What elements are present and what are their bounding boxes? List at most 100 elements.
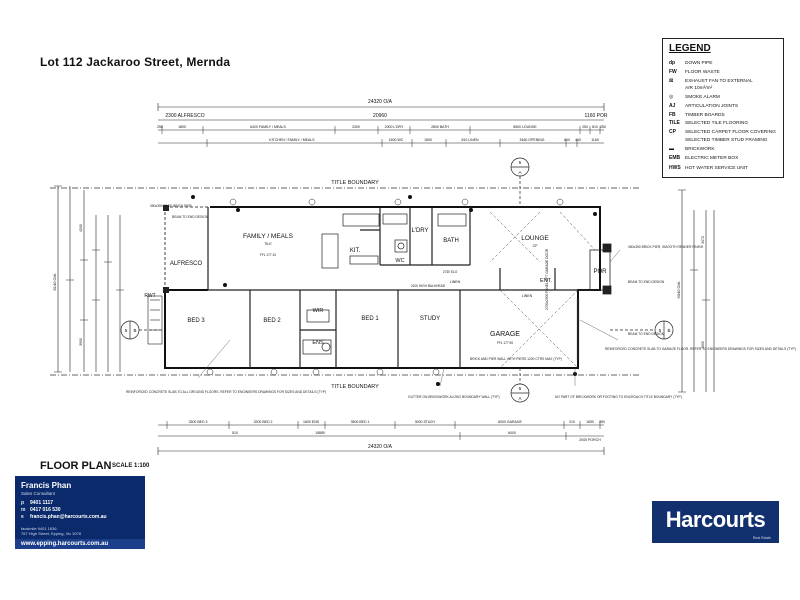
svg-text:250: 250	[582, 125, 588, 129]
floor-plan-heading: FLOOR PLAN	[40, 460, 112, 472]
legend-title: LEGEND	[669, 43, 711, 54]
svg-text:3900: 3900	[79, 338, 83, 346]
svg-text:BEAM TO END DESIGN: BEAM TO END DESIGN	[172, 215, 209, 219]
legend-row: SELECTED TIMBER STUD FRAMING	[685, 138, 768, 143]
svg-text:3460 OPENING: 3460 OPENING	[520, 138, 545, 142]
room-wc: WC	[395, 258, 404, 264]
brand-name: Harcourts	[665, 507, 766, 532]
room-family-meals: FAMILY / MEALS	[243, 233, 294, 240]
brand-sub: Real Estate	[752, 536, 771, 540]
room-alfresco: ALFRESCO	[170, 261, 203, 267]
rainwater-tank-label: RWT	[144, 293, 155, 299]
agent-address: 767 High Street, Epping, Vic 3076	[21, 531, 82, 536]
svg-text:9040 O/A: 9040 O/A	[676, 281, 681, 298]
overall-dim-top: 24320 O/A	[368, 99, 393, 105]
room-ensuite: ENS	[312, 340, 324, 346]
svg-text:KITCHEN / FAMILY / MEALS: KITCHEN / FAMILY / MEALS	[269, 138, 315, 142]
legend-row: ⊠EXHAUST FAN TO EXTERNAL	[669, 78, 753, 84]
svg-text:510: 510	[232, 431, 238, 435]
svg-text:FFL 177.10: FFL 177.10	[260, 253, 276, 257]
svg-text:CP: CP	[533, 244, 539, 248]
svg-text:1160 POR: 1160 POR	[585, 113, 608, 119]
svg-text:2300 ALFRESCO: 2300 ALFRESCO	[165, 113, 204, 119]
svg-text:250: 250	[157, 125, 163, 129]
room-wir: WIR	[313, 308, 324, 314]
section-marker-bottom: 5	[519, 386, 522, 391]
svg-text:LINEN: LINEN	[450, 280, 461, 284]
room-kitchen: KIT.	[350, 248, 361, 254]
svg-text:A: A	[518, 170, 521, 175]
svg-text:6400: 6400	[508, 431, 516, 435]
hot-water-icon: HWS	[669, 165, 681, 171]
svg-text:210: 210	[569, 420, 575, 424]
svg-text:440: 440	[575, 138, 581, 142]
section-marker-left: 5	[125, 328, 128, 333]
svg-text:4000: 4000	[701, 341, 705, 349]
svg-text:3000 STUDY: 3000 STUDY	[415, 420, 436, 424]
svg-text:2000 PORCH: 2000 PORCH	[579, 438, 601, 442]
harcourts-logo: Harcourts Real Estate	[652, 501, 779, 543]
svg-text:LINEN: LINEN	[522, 294, 533, 298]
svg-text:350x350 FACE BRICK PIER: 350x350 FACE BRICK PIER	[150, 204, 192, 208]
svg-text:2730 SLO: 2730 SLO	[443, 270, 458, 274]
svg-text:3500 BED 1: 3500 BED 1	[351, 420, 370, 424]
section-marker-top: 5	[519, 160, 522, 165]
agent-name: Francis Phan	[21, 481, 72, 490]
room-garage: GARAGE	[490, 331, 520, 338]
overall-dim-bottom: 24320 O/A	[368, 444, 393, 450]
title-boundary-top: TITLE BOUNDARY	[331, 180, 379, 186]
svg-text:FFL 177.90: FFL 177.90	[497, 341, 513, 345]
room-bed3: BED 3	[187, 318, 205, 324]
svg-text:2800 BATH: 2800 BATH	[431, 125, 449, 129]
svg-text:810: 810	[592, 125, 598, 129]
floor-waste-icon: FW	[669, 69, 677, 75]
svg-text:1800: 1800	[178, 125, 186, 129]
svg-text:NO PART OF BRICKWORK OR FOOTIN: NO PART OF BRICKWORK OR FOOTING TO ENCRO…	[555, 395, 682, 399]
room-entry: ENT.	[540, 278, 552, 284]
svg-text:8140 O/A: 8140 O/A	[52, 273, 57, 290]
scale-label: SCALE 1:100	[112, 463, 150, 469]
svg-text:2300: 2300	[352, 125, 360, 129]
svg-text:250: 250	[599, 420, 605, 424]
svg-text:BEAM TO END DESIGN: BEAM TO END DESIGN	[628, 280, 665, 284]
room-laundry: L'DRY	[411, 228, 428, 234]
agent-website-link[interactable]: www.epping.harcourts.com.au	[15, 539, 145, 549]
svg-text:1160: 1160	[591, 138, 599, 142]
agent-role: Sales Consultant	[21, 491, 56, 496]
svg-text:1600 ENS: 1600 ENS	[303, 420, 320, 424]
svg-text:350x350 BRICK PIER, SMOOTH REN: 350x350 BRICK PIER, SMOOTH RENDER FINISH	[628, 245, 704, 249]
legend-row: ◎SMOKE ALARM	[669, 94, 720, 100]
svg-text:2100 HIGH BULKHEAD: 2100 HIGH BULKHEAD	[411, 284, 446, 288]
svg-text:BRICK AND PIER WALL WITH PIERS: BRICK AND PIER WALL WITH PIERS 1200 CTRS…	[470, 357, 562, 361]
smoke-alarm-icon: ◎	[669, 94, 674, 100]
svg-text:TILE: TILE	[264, 242, 272, 246]
svg-text:BEAM TO END DESIGN: BEAM TO END DESIGN	[628, 332, 665, 336]
svg-text:B: B	[133, 328, 136, 333]
room-study: STUDY	[420, 316, 440, 322]
exhaust-fan-icon: ⊠	[669, 78, 674, 84]
svg-text:A: A	[518, 396, 521, 401]
svg-text:3200 BED 2: 3200 BED 2	[254, 420, 273, 424]
brickwork-icon: ▬	[669, 146, 674, 152]
svg-text:2000 L'DRY: 2000 L'DRY	[385, 125, 404, 129]
room-bath: BATH	[443, 238, 459, 244]
room-bed2: BED 2	[263, 318, 281, 324]
svg-text:REINFORCED CONCRETE SLAB TO AL: REINFORCED CONCRETE SLAB TO ALL GROUND F…	[126, 390, 326, 394]
legend-row: AIR 10m³/m²	[685, 86, 713, 91]
svg-text:1600 WC: 1600 WC	[389, 138, 404, 142]
svg-text:1500: 1500	[424, 138, 432, 142]
legend-row: ▬BRICKWORK	[669, 146, 715, 152]
svg-text:250: 250	[600, 125, 606, 129]
